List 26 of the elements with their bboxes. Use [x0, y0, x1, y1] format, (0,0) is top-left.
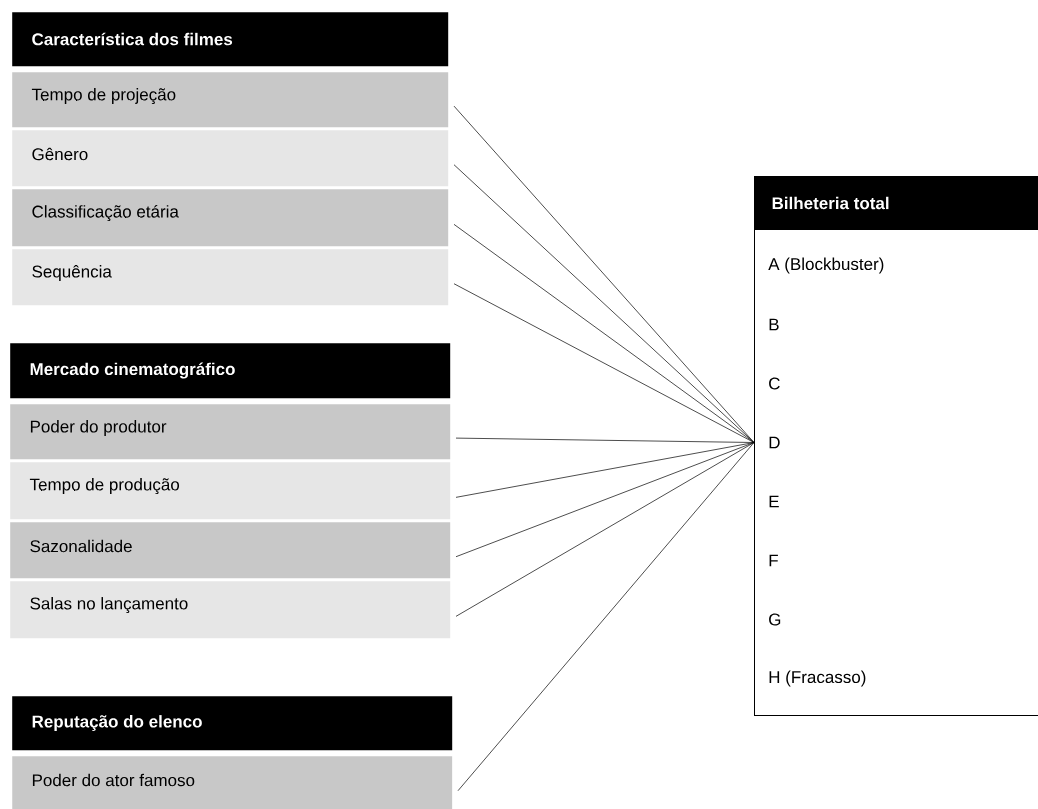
header-bar: Mercado cinematográfico — [10, 343, 451, 399]
list-item: C — [769, 377, 780, 390]
list-item: Gênero — [12, 130, 449, 187]
connector-line — [455, 442, 755, 498]
list-item: Tempo de produção — [10, 462, 451, 520]
list-item: A (Blockbuster) — [768, 257, 884, 274]
list-item: D — [769, 436, 780, 449]
connector-line — [453, 164, 755, 443]
list-item: Classificação etária — [12, 189, 449, 247]
list-item: Tempo de projeção — [12, 72, 449, 128]
list-item: B — [769, 318, 779, 331]
list-item: Poder do produtor — [10, 404, 451, 460]
header-bar: Reputação do elenco — [12, 696, 453, 751]
list-item: Sequência — [12, 249, 449, 306]
connector-line — [457, 442, 755, 792]
connector-line — [453, 283, 755, 443]
connector-line — [455, 442, 755, 558]
list-item: E — [769, 495, 779, 508]
header-bar: Característica dos filmes — [12, 12, 449, 67]
connector-line — [455, 442, 755, 617]
list-item: H (Fracasso) — [769, 670, 866, 687]
list-item: Salas no lançamento — [10, 581, 451, 639]
list-item: Poder do ator famoso — [12, 756, 453, 809]
list-item: F — [769, 554, 778, 567]
list-item: G — [769, 613, 781, 626]
list-item: Sazonalidade — [10, 522, 451, 579]
